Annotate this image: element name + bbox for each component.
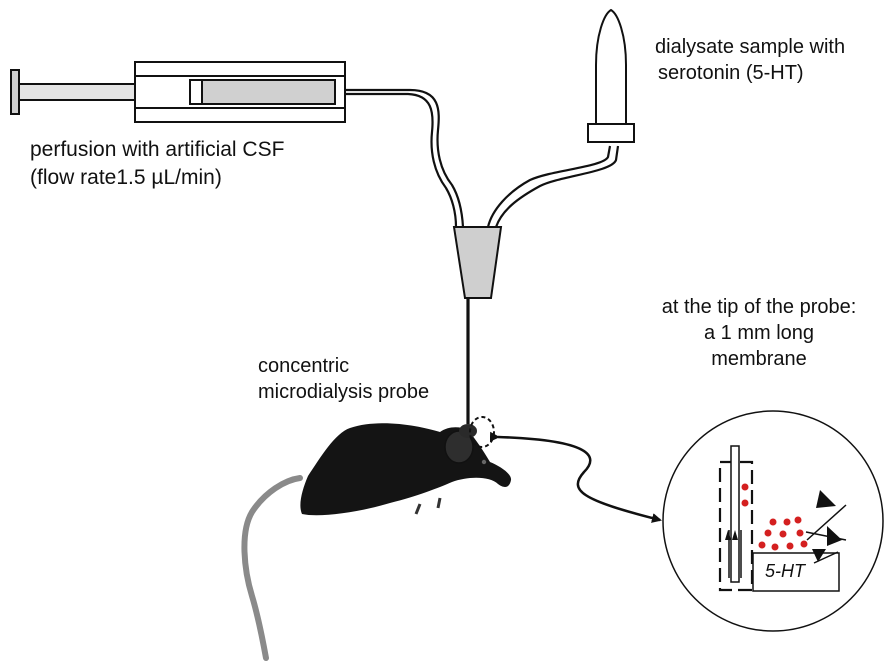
perfusion-line-2: (flow rate1.5 µL/min) xyxy=(30,166,222,189)
tubing xyxy=(345,88,620,424)
probe-tip-line-2: a 1 mm long xyxy=(703,322,815,344)
dialysate-label: dialysate sample with serotonin (5-HT) xyxy=(655,34,875,86)
serotonin-molecules xyxy=(741,483,808,551)
probe-line-1: concentric xyxy=(258,355,350,377)
perfusion-line-1: perfusion with artificial CSF xyxy=(30,138,285,161)
mouse xyxy=(241,423,512,661)
dialysate-line-1: dialysate sample with xyxy=(655,36,846,58)
dialysate-line-2: serotonin (5-HT) xyxy=(658,62,804,84)
magnification-arrow xyxy=(489,431,662,523)
inset-5ht-label: 5-HT xyxy=(765,561,805,581)
perfusion-label: perfusion with artificial CSF (flow rate… xyxy=(30,136,284,192)
probe-line-2: microdialysis probe xyxy=(258,381,430,403)
syringe xyxy=(10,61,346,123)
probe-tip-label: at the tip of the probe: a 1 mm long mem… xyxy=(626,294,892,372)
probe-connector xyxy=(452,226,503,299)
membrane-inset xyxy=(662,410,884,632)
sample-tube xyxy=(587,8,635,143)
probe-tip-line-3: membrane xyxy=(711,348,807,370)
probe-label: concentric microdialysis probe xyxy=(258,353,429,405)
probe-tip-line-1: at the tip of the probe: xyxy=(661,296,857,318)
